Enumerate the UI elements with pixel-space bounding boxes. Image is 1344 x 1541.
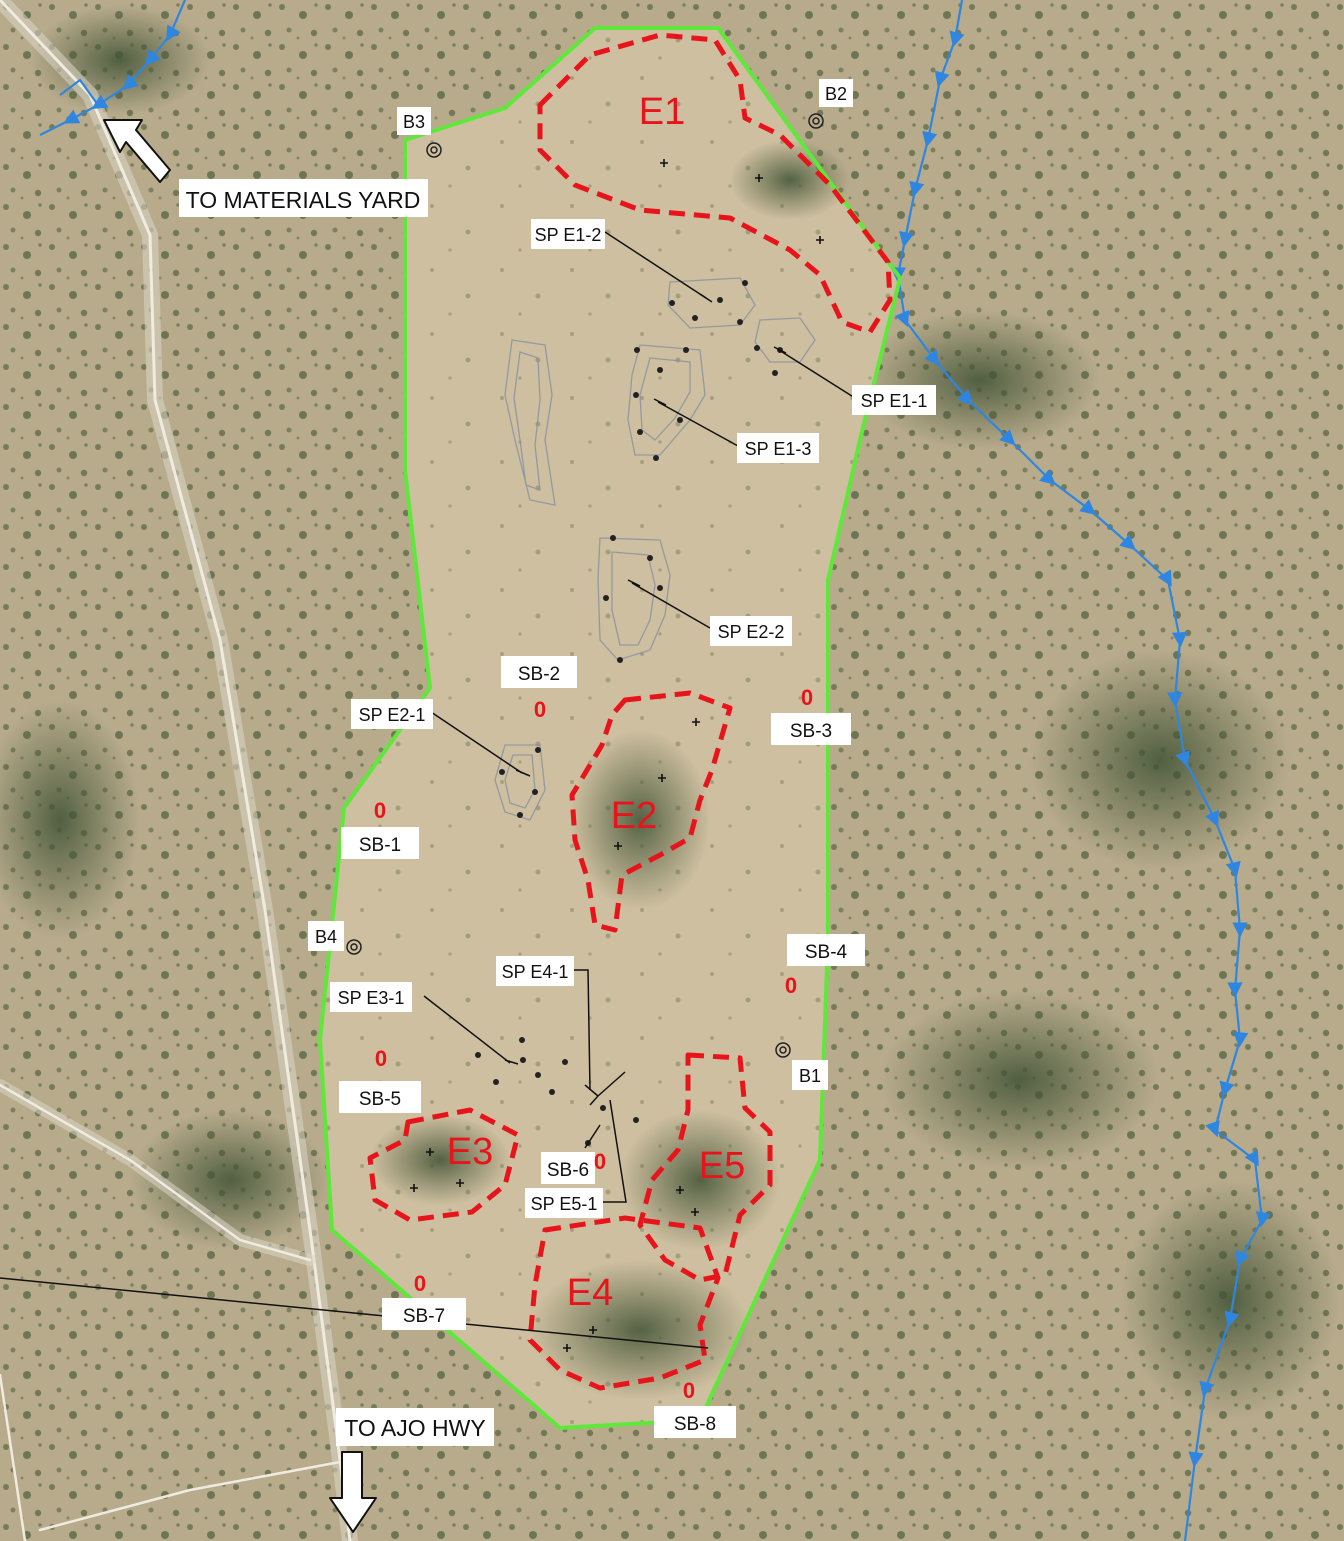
washes bbox=[39, 0, 1272, 1541]
composite-sample-points bbox=[410, 159, 824, 1352]
boring-marker-sb3: 0 bbox=[801, 685, 813, 710]
wash-north-west-branch bbox=[59, 78, 99, 106]
sample-markers bbox=[475, 280, 783, 1146]
arrow-to-ajo-hwy-icon bbox=[329, 1451, 377, 1533]
boring-marker-sb5: 0 bbox=[375, 1046, 387, 1071]
borehole-label-b3: B3 bbox=[403, 112, 425, 132]
zone-label-e5: E5 bbox=[699, 1145, 745, 1187]
label-to-materials-yard: TO MATERIALS YARD bbox=[186, 187, 421, 213]
boring-marker-sb6: 0 bbox=[594, 1149, 606, 1174]
boring-marker-sb1: 0 bbox=[374, 798, 386, 823]
borehole-label-b2: B2 bbox=[825, 84, 847, 104]
stockpile-label-e1-3: SP E1-3 bbox=[745, 439, 812, 459]
direction-arrows bbox=[103, 119, 377, 1533]
boring-label-sb4: SB-4 bbox=[805, 942, 848, 963]
label-boxes bbox=[179, 79, 936, 1446]
borehole-label-b4: B4 bbox=[315, 927, 337, 947]
borehole-label-b1: B1 bbox=[799, 1066, 821, 1086]
zone-e5-outline bbox=[637, 1052, 773, 1283]
borehole-symbols bbox=[346, 113, 824, 1058]
boring-label-sb2: SB-2 bbox=[518, 664, 560, 685]
boring-label-sb7: SB-7 bbox=[403, 1306, 445, 1327]
zone-e2-outline bbox=[569, 690, 733, 933]
arrow-to-materials-yard-icon bbox=[103, 119, 171, 183]
zone-e3-outline bbox=[367, 1107, 521, 1223]
zone-label-e1: E1 bbox=[639, 91, 685, 133]
stockpile-label-e4-1: SP E4-1 bbox=[502, 962, 569, 982]
boring-label-sb1: SB-1 bbox=[359, 835, 401, 856]
stockpile-label-e5-1: SP E5-1 bbox=[531, 1194, 598, 1214]
dirt-roads bbox=[0, 0, 358, 1541]
zone-label-e4: E4 bbox=[567, 1272, 613, 1314]
boring-marker-sb2: 0 bbox=[534, 697, 546, 722]
site-boundary bbox=[318, 26, 902, 1430]
boring-marker-sb7: 0 bbox=[414, 1271, 426, 1296]
boring-marker-sb4: 0 bbox=[785, 973, 797, 998]
zone-label-e3: E3 bbox=[447, 1131, 493, 1173]
wash-east bbox=[890, 0, 1272, 1541]
boring-label-sb5: SB-5 bbox=[359, 1089, 401, 1110]
stockpile-label-e1-1: SP E1-1 bbox=[861, 391, 928, 411]
label-to-ajo-hwy: TO AJO HWY bbox=[344, 1415, 485, 1441]
stockpile-label-e1-2: SP E1-2 bbox=[535, 225, 602, 245]
leader-lines bbox=[0, 231, 856, 1349]
boring-label-sb8: SB-8 bbox=[674, 1414, 716, 1435]
zone-e1-outline bbox=[537, 32, 893, 335]
wash-north-west bbox=[39, 0, 187, 136]
zone-label-e2: E2 bbox=[611, 795, 657, 837]
stockpile-label-e2-2: SP E2-2 bbox=[718, 622, 785, 642]
boring-label-sb3: SB-3 bbox=[790, 721, 832, 742]
boring-marker-sb8: 0 bbox=[683, 1378, 695, 1403]
boring-label-sb6: SB-6 bbox=[547, 1160, 589, 1181]
stockpile-label-e2-1: SP E2-1 bbox=[359, 705, 426, 725]
stockpile-label-e3-1: SP E3-1 bbox=[338, 988, 405, 1008]
